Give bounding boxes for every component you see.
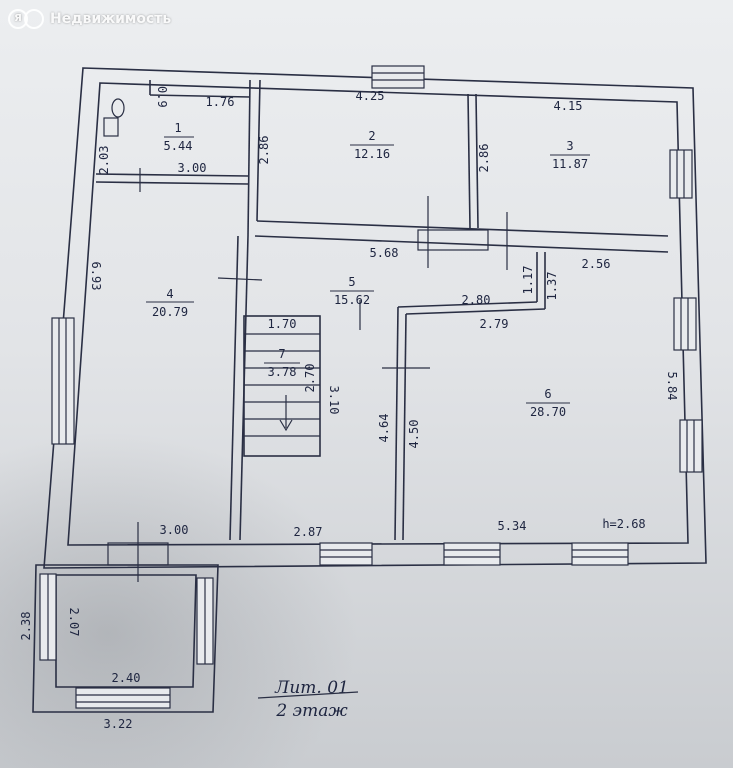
dim-2-56: 2.56: [582, 257, 611, 271]
room-labels: 1 5.44 2 12.16 3 11.87 4 20.79 5 15.62 6…: [146, 121, 590, 419]
dim-3-22: 3.22: [104, 717, 133, 731]
dim-1-70: 1.70: [268, 317, 297, 331]
dim-2-38: 2.38: [19, 612, 33, 641]
window: [571, 542, 629, 566]
dim-4-25: 4.25: [356, 89, 385, 103]
dim-3-00-bottom: 3.00: [160, 523, 189, 537]
room-6-number: 6: [544, 387, 551, 401]
stair-arrow-head-icon: [279, 419, 293, 432]
ceiling-height: h=2.68: [602, 517, 645, 531]
window: [669, 149, 693, 199]
caption-underline: [257, 691, 359, 699]
dim-2-03: 2.03: [97, 146, 111, 175]
window: [319, 542, 373, 566]
plan-walls: [32, 67, 707, 713]
room-5-area: 15.62: [334, 293, 370, 307]
dim-5-68: 5.68: [370, 246, 399, 260]
dim-4-64: 4.64: [377, 414, 391, 443]
door-mark: [217, 277, 263, 281]
window: [51, 317, 75, 445]
plan-caption: Лит. 01 2 этаж: [257, 678, 359, 721]
wall-row-bottom: [254, 235, 669, 253]
yandex-logo-ring-icon: [24, 9, 44, 29]
wall-2-3: [467, 93, 471, 229]
windows: [39, 65, 703, 709]
entry-door: [107, 542, 169, 566]
dim-2-07: 2.07: [67, 608, 81, 637]
outer-wall-outer: [43, 67, 707, 569]
room-2-number: 2: [368, 129, 375, 143]
room-7-area: 3.78: [268, 365, 297, 379]
door-2-5: [417, 229, 489, 251]
sink-icon: [103, 117, 119, 137]
room-2-area: 12.16: [354, 147, 390, 161]
wall-1-2: [247, 79, 251, 237]
stair-outline: [243, 315, 321, 457]
room-7-number: 7: [278, 347, 285, 361]
wall-1-2-b: [256, 79, 261, 222]
caption-line1: Лит. 01: [274, 678, 349, 698]
dim-5-84: 5.84: [665, 372, 679, 401]
room-1-number: 1: [174, 121, 181, 135]
window: [679, 419, 703, 473]
doors: [107, 168, 508, 582]
room-3-area: 11.87: [552, 157, 588, 171]
wall-5-6-top: [397, 301, 538, 308]
dim-2-86-a: 2.86: [257, 136, 271, 165]
outer-wall-inner: [67, 82, 689, 546]
dim-5-34: 5.34: [498, 519, 527, 533]
wall-room1-bottom: [95, 173, 249, 177]
room-6-area: 28.70: [530, 405, 566, 419]
wall-room1-notch-b: [149, 94, 251, 98]
room-5-number: 5: [348, 275, 355, 289]
dim-2-70: 2.70: [303, 364, 317, 393]
fixtures: [103, 98, 125, 137]
dim-1-17: 1.17: [521, 266, 535, 295]
caption-line2: 2 этаж: [275, 701, 348, 721]
room-3-number: 3: [566, 139, 573, 153]
dim-3-10: 3.10: [327, 386, 341, 415]
room-4-area: 20.79: [152, 305, 188, 319]
wall-5-6-top-b: [405, 308, 546, 315]
dim-2-40: 2.40: [112, 671, 141, 685]
dim-4-15: 4.15: [554, 99, 583, 113]
dimension-labels: 0.9 1.76 2.03 3.00 2.86 4.25 2.86 4.15 6…: [19, 86, 679, 731]
wall-5-6: [394, 306, 399, 541]
dim-1-76: 1.76: [206, 95, 235, 109]
dim-0-9: 0.9: [155, 86, 169, 108]
toilet-icon: [111, 98, 125, 118]
room-1-area: 5.44: [164, 139, 193, 153]
dim-2-80: 2.80: [462, 293, 491, 307]
wall-2-3-b: [475, 93, 479, 229]
dim-1-37: 1.37: [545, 272, 559, 301]
wall-5-6-b: [402, 313, 407, 541]
wall-row-top: [256, 220, 669, 237]
watermark-text: Недвижимость: [50, 11, 172, 27]
dim-2-87: 2.87: [294, 525, 323, 539]
window: [443, 542, 501, 566]
stair-steps: [244, 333, 320, 437]
window: [371, 65, 425, 89]
dim-2-86-b: 2.86: [477, 144, 491, 173]
dim-4-50: 4.50: [407, 420, 421, 449]
room-4-number: 4: [166, 287, 173, 301]
dim-2-79: 2.79: [480, 317, 509, 331]
window: [75, 687, 171, 709]
dim-3-00-top: 3.00: [178, 161, 207, 175]
dim-6-93: 6.93: [89, 262, 103, 291]
watermark: Я Недвижимость: [8, 8, 171, 30]
wall-room1-bottom-b: [95, 181, 249, 185]
wall-4-5: [229, 235, 239, 541]
window: [673, 297, 697, 351]
